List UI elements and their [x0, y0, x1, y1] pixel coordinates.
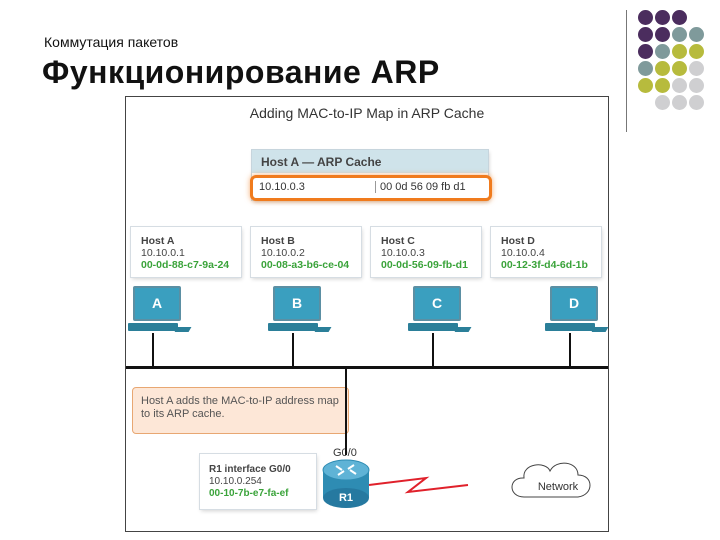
router-port-label: G0/0	[333, 447, 357, 459]
pc-b-screen: B	[273, 286, 321, 321]
network-cloud-icon	[511, 462, 591, 498]
decorative-vertical-rule	[626, 10, 627, 132]
pc-d-link	[569, 333, 571, 366]
decorative-dot	[689, 27, 704, 42]
decorative-dot	[638, 78, 653, 93]
wan-serial-link	[368, 476, 469, 494]
slide-title: Функционирование ARP	[42, 54, 440, 90]
diagram-frame: Adding MAC-to-IP Map in ARP Cache Host A…	[125, 96, 609, 532]
pc-a-base	[128, 323, 178, 331]
arp-entry-ip: 10.10.0.3	[259, 181, 305, 193]
host-mac: 00-0d-56-09-fb-d1	[381, 259, 468, 271]
network-label: Network	[538, 481, 579, 493]
host-card-c: Host C 10.10.0.3 00-0d-56-09-fb-d1	[371, 227, 481, 277]
host-card-b: Host B 10.10.0.2 00-08-a3-b6-ce-04	[251, 227, 361, 277]
pc-b-link	[292, 333, 294, 366]
host-name: Host A	[141, 235, 175, 247]
arp-cache-header: Host A — ARP Cache	[252, 150, 488, 173]
decorative-dot	[672, 78, 687, 93]
arp-cache-entry-highlight: 10.10.0.3 00 0d 56 09 fb d1	[250, 175, 492, 201]
router-interface-ip: 10.10.0.254	[209, 476, 262, 487]
figure-title: Adding MAC-to-IP Map in ARP Cache	[249, 105, 485, 121]
pc-d-screen: D	[550, 286, 598, 321]
host-mac: 00-0d-88-c7-9a-24	[141, 259, 230, 271]
router-icon	[322, 459, 370, 508]
pc-b-base	[268, 323, 318, 331]
decorative-dot	[638, 27, 653, 42]
arp-cache-title: Host A — ARP Cache	[261, 155, 382, 169]
decorative-dot	[672, 61, 687, 76]
decorative-dot	[689, 44, 704, 59]
router-interface-title: R1 interface G0/0	[209, 464, 291, 475]
decorative-dot	[655, 27, 670, 42]
callout-text: Host A adds the MAC-to-IP address map to…	[141, 395, 339, 420]
router-network-graphic: R1 Network	[322, 369, 591, 508]
host-ip: 10.10.0.1	[141, 247, 185, 259]
pc-c-base	[408, 323, 458, 331]
arp-entry-mac: 00 0d 56 09 fb d1	[375, 181, 466, 193]
decorative-dot	[689, 61, 704, 76]
pc-a-screen: A	[133, 286, 181, 321]
host-name: Host D	[501, 235, 535, 247]
pc-c-link	[432, 333, 434, 366]
decorative-dot	[689, 78, 704, 93]
pc-d-base	[545, 323, 595, 331]
pc-c-screen: C	[413, 286, 461, 321]
decorative-dot	[672, 10, 687, 25]
decorative-dot	[638, 61, 653, 76]
decorative-dot	[672, 44, 687, 59]
decorative-dot	[672, 27, 687, 42]
decorative-dot	[655, 10, 670, 25]
slide-subtitle: Коммутация пакетов	[44, 34, 179, 50]
host-card-d: Host D 10.10.0.4 00-12-3f-d4-6d-1b	[491, 227, 601, 277]
decorative-dot	[655, 61, 670, 76]
host-ip: 10.10.0.3	[381, 247, 425, 259]
host-card-a: Host A 10.10.0.1 00-0d-88-c7-9a-24	[131, 227, 241, 277]
host-name: Host C	[381, 235, 415, 247]
pc-a-link	[152, 333, 154, 366]
lan-segment-line	[126, 366, 608, 369]
host-name: Host B	[261, 235, 295, 247]
router-interface-mac: 00-10-7b-e7-fa-ef	[209, 488, 289, 499]
decorative-dot	[672, 95, 687, 110]
decorative-dot	[638, 44, 653, 59]
host-mac: 00-12-3f-d4-6d-1b	[501, 259, 588, 271]
host-ip: 10.10.0.4	[501, 247, 545, 259]
decorative-dot	[655, 78, 670, 93]
decorative-dot	[638, 10, 653, 25]
arp-cache-table: Host A — ARP Cache 10.10.0.3 00 0d 56 09…	[250, 150, 492, 201]
router-name-label: R1	[339, 492, 353, 504]
decorative-dot	[655, 44, 670, 59]
decorative-dot	[689, 95, 704, 110]
router-interface-card: R1 interface G0/0 10.10.0.254 00-10-7b-e…	[200, 454, 316, 509]
host-mac: 00-08-a3-b6-ce-04	[261, 259, 350, 271]
explanation-callout: Host A adds the MAC-to-IP address map to…	[132, 387, 349, 434]
host-ip: 10.10.0.2	[261, 247, 305, 259]
decorative-dot	[655, 95, 670, 110]
